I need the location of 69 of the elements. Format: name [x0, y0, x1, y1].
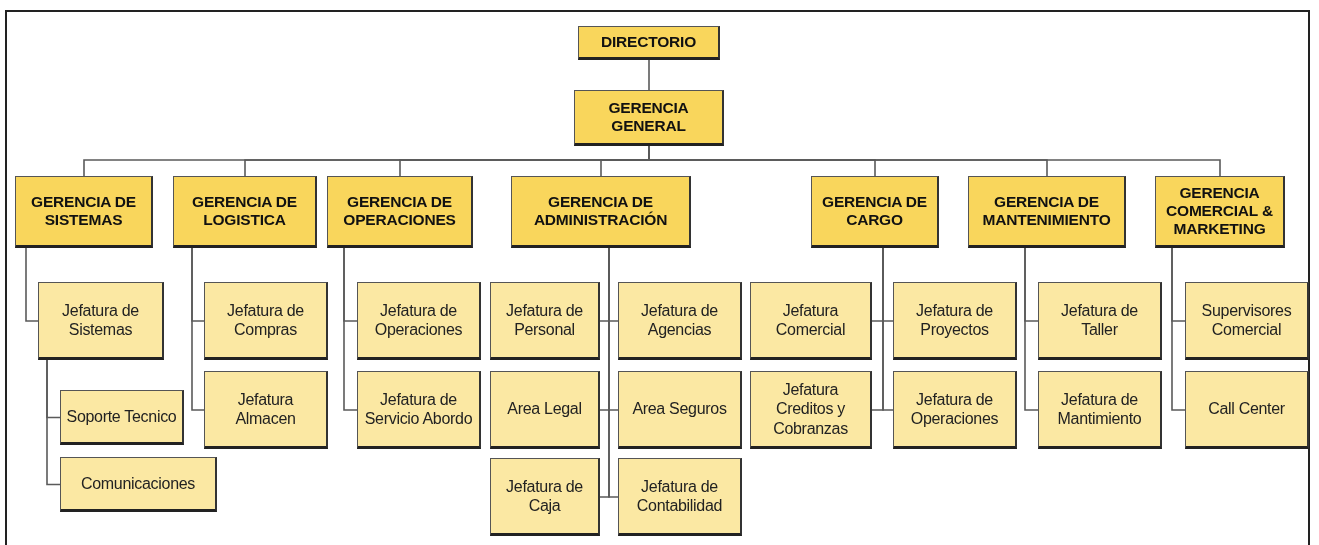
department-box — [173, 176, 317, 248]
department-box — [511, 176, 691, 248]
unit-box — [750, 282, 872, 360]
box-label: GERENCIA COMERCIAL & MARKETING — [1165, 184, 1274, 238]
unit-box — [893, 371, 1017, 449]
box-label: Jefatura de Servicio Abordo — [363, 389, 474, 429]
box-label: Supervisores Comercial — [1200, 300, 1293, 340]
department-box — [811, 176, 939, 248]
department-box — [574, 90, 724, 146]
connector-line — [25, 247, 39, 322]
unit-box — [204, 371, 328, 449]
department-box — [327, 176, 473, 248]
department-box — [15, 176, 153, 248]
box-label: Comunicaciones — [80, 473, 196, 494]
box-label: Jefatura de Compras — [226, 300, 305, 340]
unit-box — [893, 282, 1017, 360]
box-label: Jefatura de Contabilidad — [635, 476, 724, 516]
box-label: GERENCIA DE CARGO — [821, 193, 928, 229]
box-label: GERENCIA DE ADMINISTRACIÓN — [532, 193, 669, 229]
connector-line — [343, 247, 358, 411]
connector-line — [191, 247, 205, 411]
unit-box — [618, 371, 742, 449]
box-label: Jefatura de Proyectos — [915, 300, 994, 340]
box-label: Jefatura de Agencias — [640, 300, 719, 340]
box-label: Jefatura de Taller — [1060, 300, 1139, 340]
box-label: Jefatura de Sistemas — [61, 300, 140, 340]
department-box — [1155, 176, 1285, 248]
box-label: DIRECTORIO — [601, 33, 696, 51]
unit-box — [618, 282, 742, 360]
unit-box — [357, 371, 481, 449]
unit-box — [1185, 371, 1309, 449]
department-box — [968, 176, 1126, 248]
box-label: GERENCIA DE LOGISTICA — [191, 193, 298, 229]
unit-box — [490, 282, 600, 360]
unit-box — [750, 371, 872, 449]
box-label: Jefatura de Caja — [505, 476, 584, 516]
box-label: GERENCIA DE OPERACIONES — [342, 193, 457, 229]
box-label: GERENCIA GENERAL — [607, 99, 690, 135]
box-label: GERENCIA DE MANTENIMIENTO — [981, 193, 1112, 229]
unit-box — [60, 390, 184, 445]
unit-box — [1038, 282, 1162, 360]
connector-line — [608, 247, 619, 498]
box-label: Call Center — [1208, 399, 1285, 419]
department-box — [578, 26, 720, 60]
box-label: Area Seguros — [632, 399, 727, 419]
box-label: GERENCIA DE SISTEMAS — [30, 193, 137, 229]
connector-line — [1024, 247, 1039, 411]
box-label: Area Legal — [507, 399, 582, 419]
connector-line — [1171, 247, 1186, 411]
connector-line — [46, 359, 61, 486]
box-label: Jefatura de Operaciones — [373, 300, 464, 340]
box-label: Jefatura de Operaciones — [909, 389, 1000, 429]
unit-box — [60, 457, 217, 512]
box-label: Jefatura Comercial — [774, 300, 847, 340]
box-label: Jefatura de Personal — [505, 300, 584, 340]
unit-box — [204, 282, 328, 360]
unit-box — [490, 371, 600, 449]
unit-box — [1038, 371, 1162, 449]
box-label: Jefatura Creditos y Cobranzas — [772, 380, 849, 438]
unit-box — [490, 458, 600, 536]
unit-box — [1185, 282, 1309, 360]
unit-box — [618, 458, 742, 536]
unit-box — [357, 282, 481, 360]
connector-line — [882, 247, 894, 411]
box-label: Soporte Tecnico — [66, 406, 177, 427]
box-label: Jefatura de Mantimiento — [1056, 389, 1143, 429]
box-label: Jefatura Almacen — [234, 389, 297, 429]
unit-box — [38, 282, 164, 360]
connector-line — [648, 59, 650, 91]
